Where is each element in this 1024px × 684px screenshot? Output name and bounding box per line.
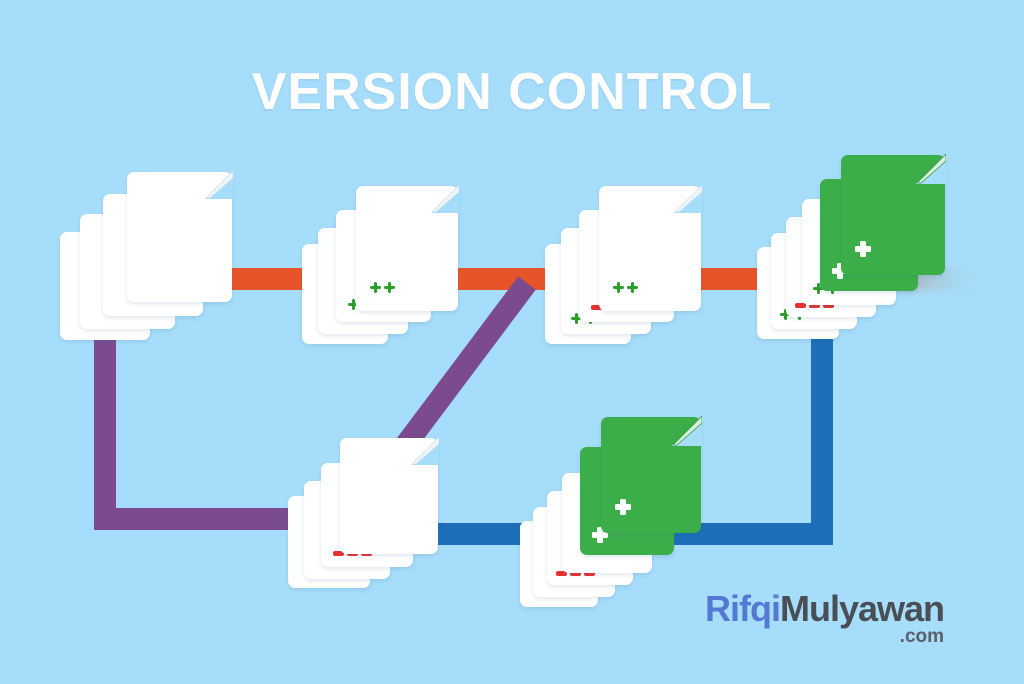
initial-commit-stack[interactable]: [60, 171, 250, 362]
minus-mark-icon: [809, 303, 820, 308]
watermark-brand-first: Rifqi: [705, 588, 781, 629]
diff-marks-plus-white: [832, 263, 848, 279]
plus-mark-icon: [615, 499, 631, 515]
plus-mark-icon: [613, 282, 624, 293]
minus-mark-icon: [584, 571, 595, 576]
plus-mark-icon: [370, 282, 381, 293]
watermark-brand-second: Mulyawan: [779, 588, 945, 629]
page-title: VERSION CONTROL: [251, 63, 773, 121]
feature-branch-diagonal: [389, 276, 536, 462]
watermark-logo: RifqiMulyawan .com: [705, 591, 945, 647]
diff-marks-plus: [613, 282, 638, 293]
watermark-brand: RifqiMulyawan: [705, 591, 945, 627]
plus-mark-icon: [832, 263, 848, 279]
branch-removals-commit-stack[interactable]: [288, 437, 468, 598]
plus-mark-icon: [571, 313, 582, 324]
minus-mark-icon: [591, 305, 602, 310]
minus-mark-icon: [556, 571, 567, 576]
diff-marks-plus-white: [615, 499, 631, 515]
plus-mark-icon: [592, 527, 608, 543]
additions-commit-stack[interactable]: [302, 185, 482, 366]
document-page-green-top: [841, 154, 946, 275]
plus-mark-icon: [855, 241, 871, 257]
document-page-green-top: [601, 416, 702, 533]
document-page-top: [356, 185, 459, 311]
branch-merged-commit-stack[interactable]: [520, 416, 720, 607]
minus-mark-icon: [795, 303, 806, 308]
feature-branch-line: [94, 290, 320, 530]
minus-mark-icon: [823, 303, 834, 308]
document-page-top: [127, 171, 233, 302]
merged-master-commit-stack[interactable]: [757, 154, 972, 360]
diff-marks-plus-white: [592, 527, 608, 543]
diff-marks-minus: [556, 571, 595, 576]
diff-marks-minus: [795, 303, 834, 308]
plus-mark-icon: [384, 282, 395, 293]
plus-mark-icon: [348, 299, 359, 310]
minus-mark-icon: [333, 551, 344, 556]
plus-mark-icon: [780, 309, 791, 320]
mixed-changes-commit-stack[interactable]: [545, 185, 730, 366]
plus-mark-icon: [813, 283, 824, 294]
diff-marks-plus-white: [855, 241, 871, 257]
document-page-top: [340, 437, 439, 554]
diff-marks-plus: [370, 282, 395, 293]
watermark-tld: .com: [899, 626, 945, 647]
document-page-top: [599, 185, 702, 311]
plus-mark-icon: [627, 282, 638, 293]
minus-mark-icon: [570, 571, 581, 576]
